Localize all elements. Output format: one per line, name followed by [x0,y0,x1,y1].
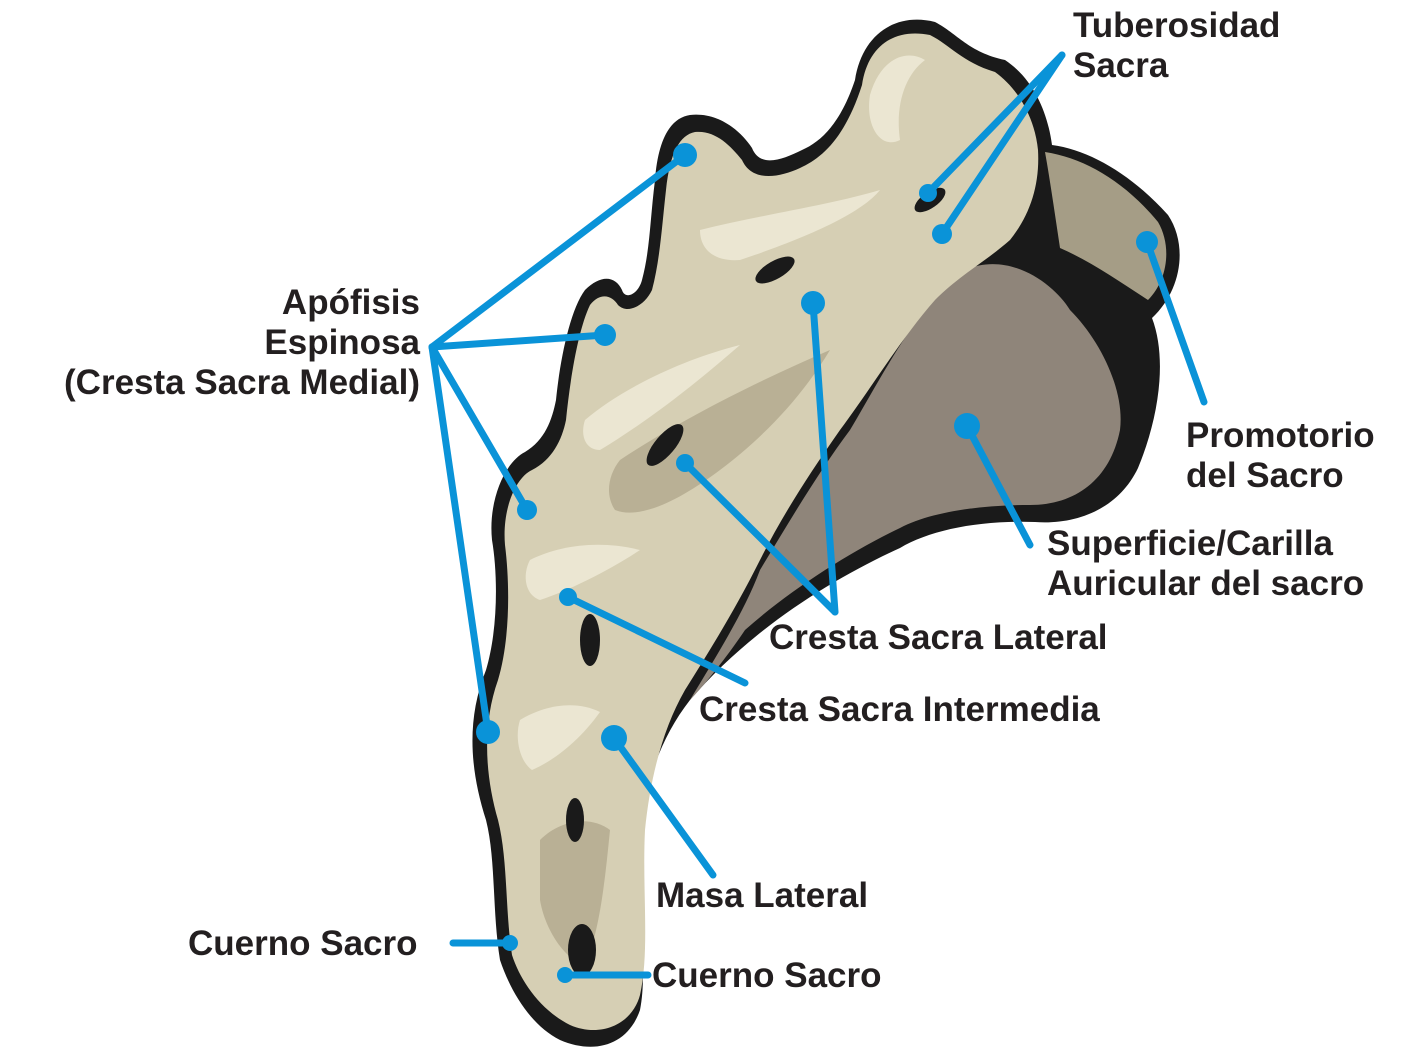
label-promotorio-del-sacro: Promotorio del Sacro [1186,416,1375,496]
label-masa-lateral: Masa Lateral [656,876,868,916]
label-superficie-auricular: Superficie/Carilla Auricular del sacro [1047,524,1364,604]
marker-dot [601,725,627,751]
label-cuerno-sacro-right: Cuerno Sacro [652,956,882,996]
leader-apofisis-4 [432,347,488,732]
label-cuerno-sacro-left: Cuerno Sacro [188,924,418,964]
marker-dot [517,500,537,520]
label-tuberosidad-sacra: Tuberosidad Sacra [1073,6,1280,86]
marker-dot [954,413,980,439]
label-apofisis-espinosa: Apófisis Espinosa (Cresta Sacra Medial) [64,283,420,403]
marker-dot [559,588,577,606]
label-cresta-sacra-intermedia: Cresta Sacra Intermedia [699,690,1100,730]
marker-dot [932,224,952,244]
sacral-foramen [580,614,600,666]
marker-dot [557,967,573,983]
marker-dot [676,454,694,472]
sacral-hiatus [568,924,596,976]
sacral-foramen [566,798,584,842]
marker-dot [919,184,937,202]
marker-dot [673,143,697,167]
marker-dot [594,324,616,346]
label-cresta-sacra-lateral: Cresta Sacra Lateral [769,618,1108,658]
marker-dot [801,291,825,315]
marker-dot [502,935,518,951]
marker-dot [476,720,500,744]
marker-dot [1136,231,1158,253]
